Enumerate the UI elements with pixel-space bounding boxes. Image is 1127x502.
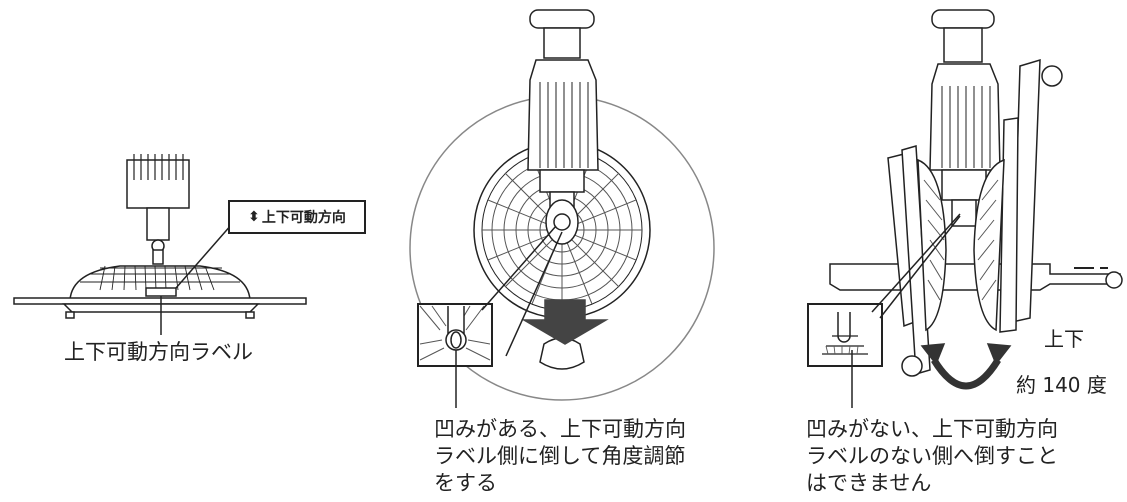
figure1-caption: 上下可動方向ラベル [64,340,253,364]
figure3-caption-line1: 凹みがない、上下可動方向 [806,417,1058,441]
figure2-fan-front-view [409,9,715,408]
figure1-fan-side-view [13,154,307,335]
tilt-angle-label-line2: 約 140 度 [1016,373,1107,397]
figure2-caption-line2: ラベル側に倒して角度調節 [434,444,686,468]
figure3-caption-line3: はできません [806,471,932,495]
label-box-text: 上下可動方向 [261,210,346,226]
figure2-caption-line3: をする [434,471,497,495]
up-down-arrow-icon: ⬍ [248,209,260,225]
figure2-caption-line1: 凹みがある、上下可動方向 [434,417,686,441]
up-down-direction-label-box: ⬍ 上下可動方向 [228,200,366,234]
figure3-caption-line2: ラベルのない側へ倒すこと [806,444,1058,468]
tilt-angle-label-line1: 上下 [1044,327,1084,351]
figure3-fan-tilt-view [807,9,1123,408]
